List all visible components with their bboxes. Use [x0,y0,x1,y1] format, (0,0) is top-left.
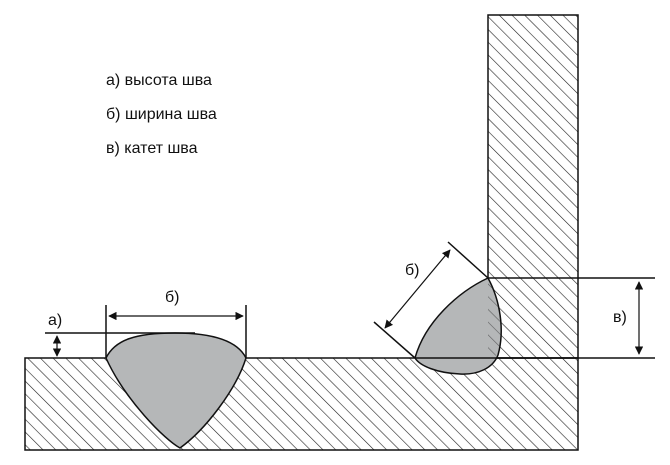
width-label-butt: б) [165,289,180,306]
leg-label: в) [613,309,627,326]
fillet-width-ext-top [447,241,489,279]
legend-item-leg: в) катет шва [106,140,198,157]
legend-item-height: а) высота шва [106,72,212,89]
fillet-width-ext-bottom [373,321,416,359]
fillet-width-arrow [384,249,451,329]
width-label-fillet: б) [405,262,420,279]
butt-weld [105,332,247,449]
height-label: а) [48,312,62,329]
legend-item-width: б) ширина шва [106,106,217,123]
fillet-weld-root [488,278,502,358]
vertical-plate [487,14,579,359]
base-plate [24,357,579,451]
